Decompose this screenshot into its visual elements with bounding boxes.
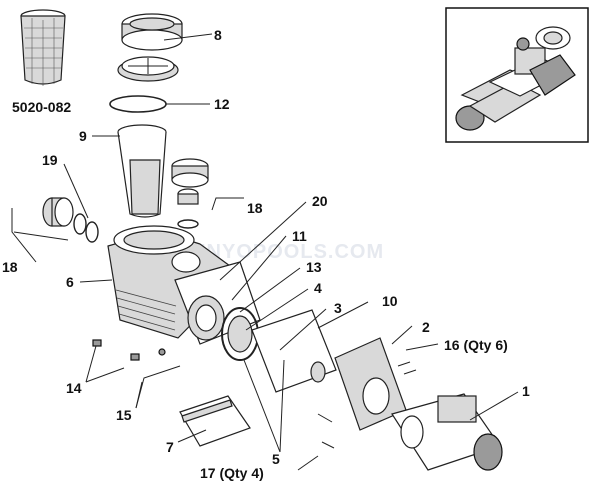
- part-labels: 8 12 9 19 18 18 20 11 13 4 3 10 6 2 16 (…: [2, 27, 530, 481]
- basket-part-number: 5020-082: [12, 99, 71, 115]
- union-fitting-left: [42, 197, 99, 243]
- label-part-12: 12: [214, 96, 230, 112]
- label-part-16: 16 (Qty 6): [444, 337, 508, 353]
- label-part-1: 1: [522, 383, 530, 399]
- motor-adapter: [334, 337, 407, 431]
- bolts: [317, 361, 417, 449]
- watermark: INYOPOOLS.COM: [200, 241, 384, 263]
- label-part-2: 2: [422, 319, 430, 335]
- label-part-6: 6: [66, 274, 74, 290]
- label-part-10: 10: [382, 293, 398, 309]
- label-part-20: 20: [312, 193, 328, 209]
- label-part-7: 7: [166, 439, 174, 455]
- pump-motor: [391, 393, 503, 471]
- label-part-19: 19: [42, 152, 58, 168]
- union-fitting-right: [171, 158, 209, 229]
- label-part-4: 4: [314, 280, 322, 296]
- label-part-13: 13: [306, 259, 322, 275]
- assembled-pump-inset: [445, 7, 589, 143]
- label-part-11: 11: [292, 228, 307, 244]
- label-part-18-right: 18: [247, 200, 263, 216]
- pump-lid: [117, 56, 179, 82]
- drain-plugs: [92, 339, 166, 361]
- label-part-8: 8: [214, 27, 222, 43]
- label-part-17: 17 (Qty 4): [200, 465, 264, 481]
- assembled-pump-illustration: [455, 26, 576, 131]
- label-part-9: 9: [79, 128, 87, 144]
- strainer-basket-5020-082: [20, 9, 66, 86]
- label-part-14: 14: [66, 380, 82, 396]
- lid-o-ring: [109, 95, 167, 113]
- label-part-5: 5: [272, 451, 280, 467]
- label-part-3: 3: [334, 300, 342, 316]
- leader-lines: [11, 33, 519, 471]
- seal-plate: [251, 309, 337, 393]
- label-part-15: 15: [116, 407, 132, 423]
- diffuser: [221, 307, 259, 361]
- label-part-18-left: 18: [2, 259, 18, 275]
- pump-basket: [117, 124, 167, 218]
- lid-lock-ring: [121, 13, 183, 51]
- pump-base: [179, 395, 251, 447]
